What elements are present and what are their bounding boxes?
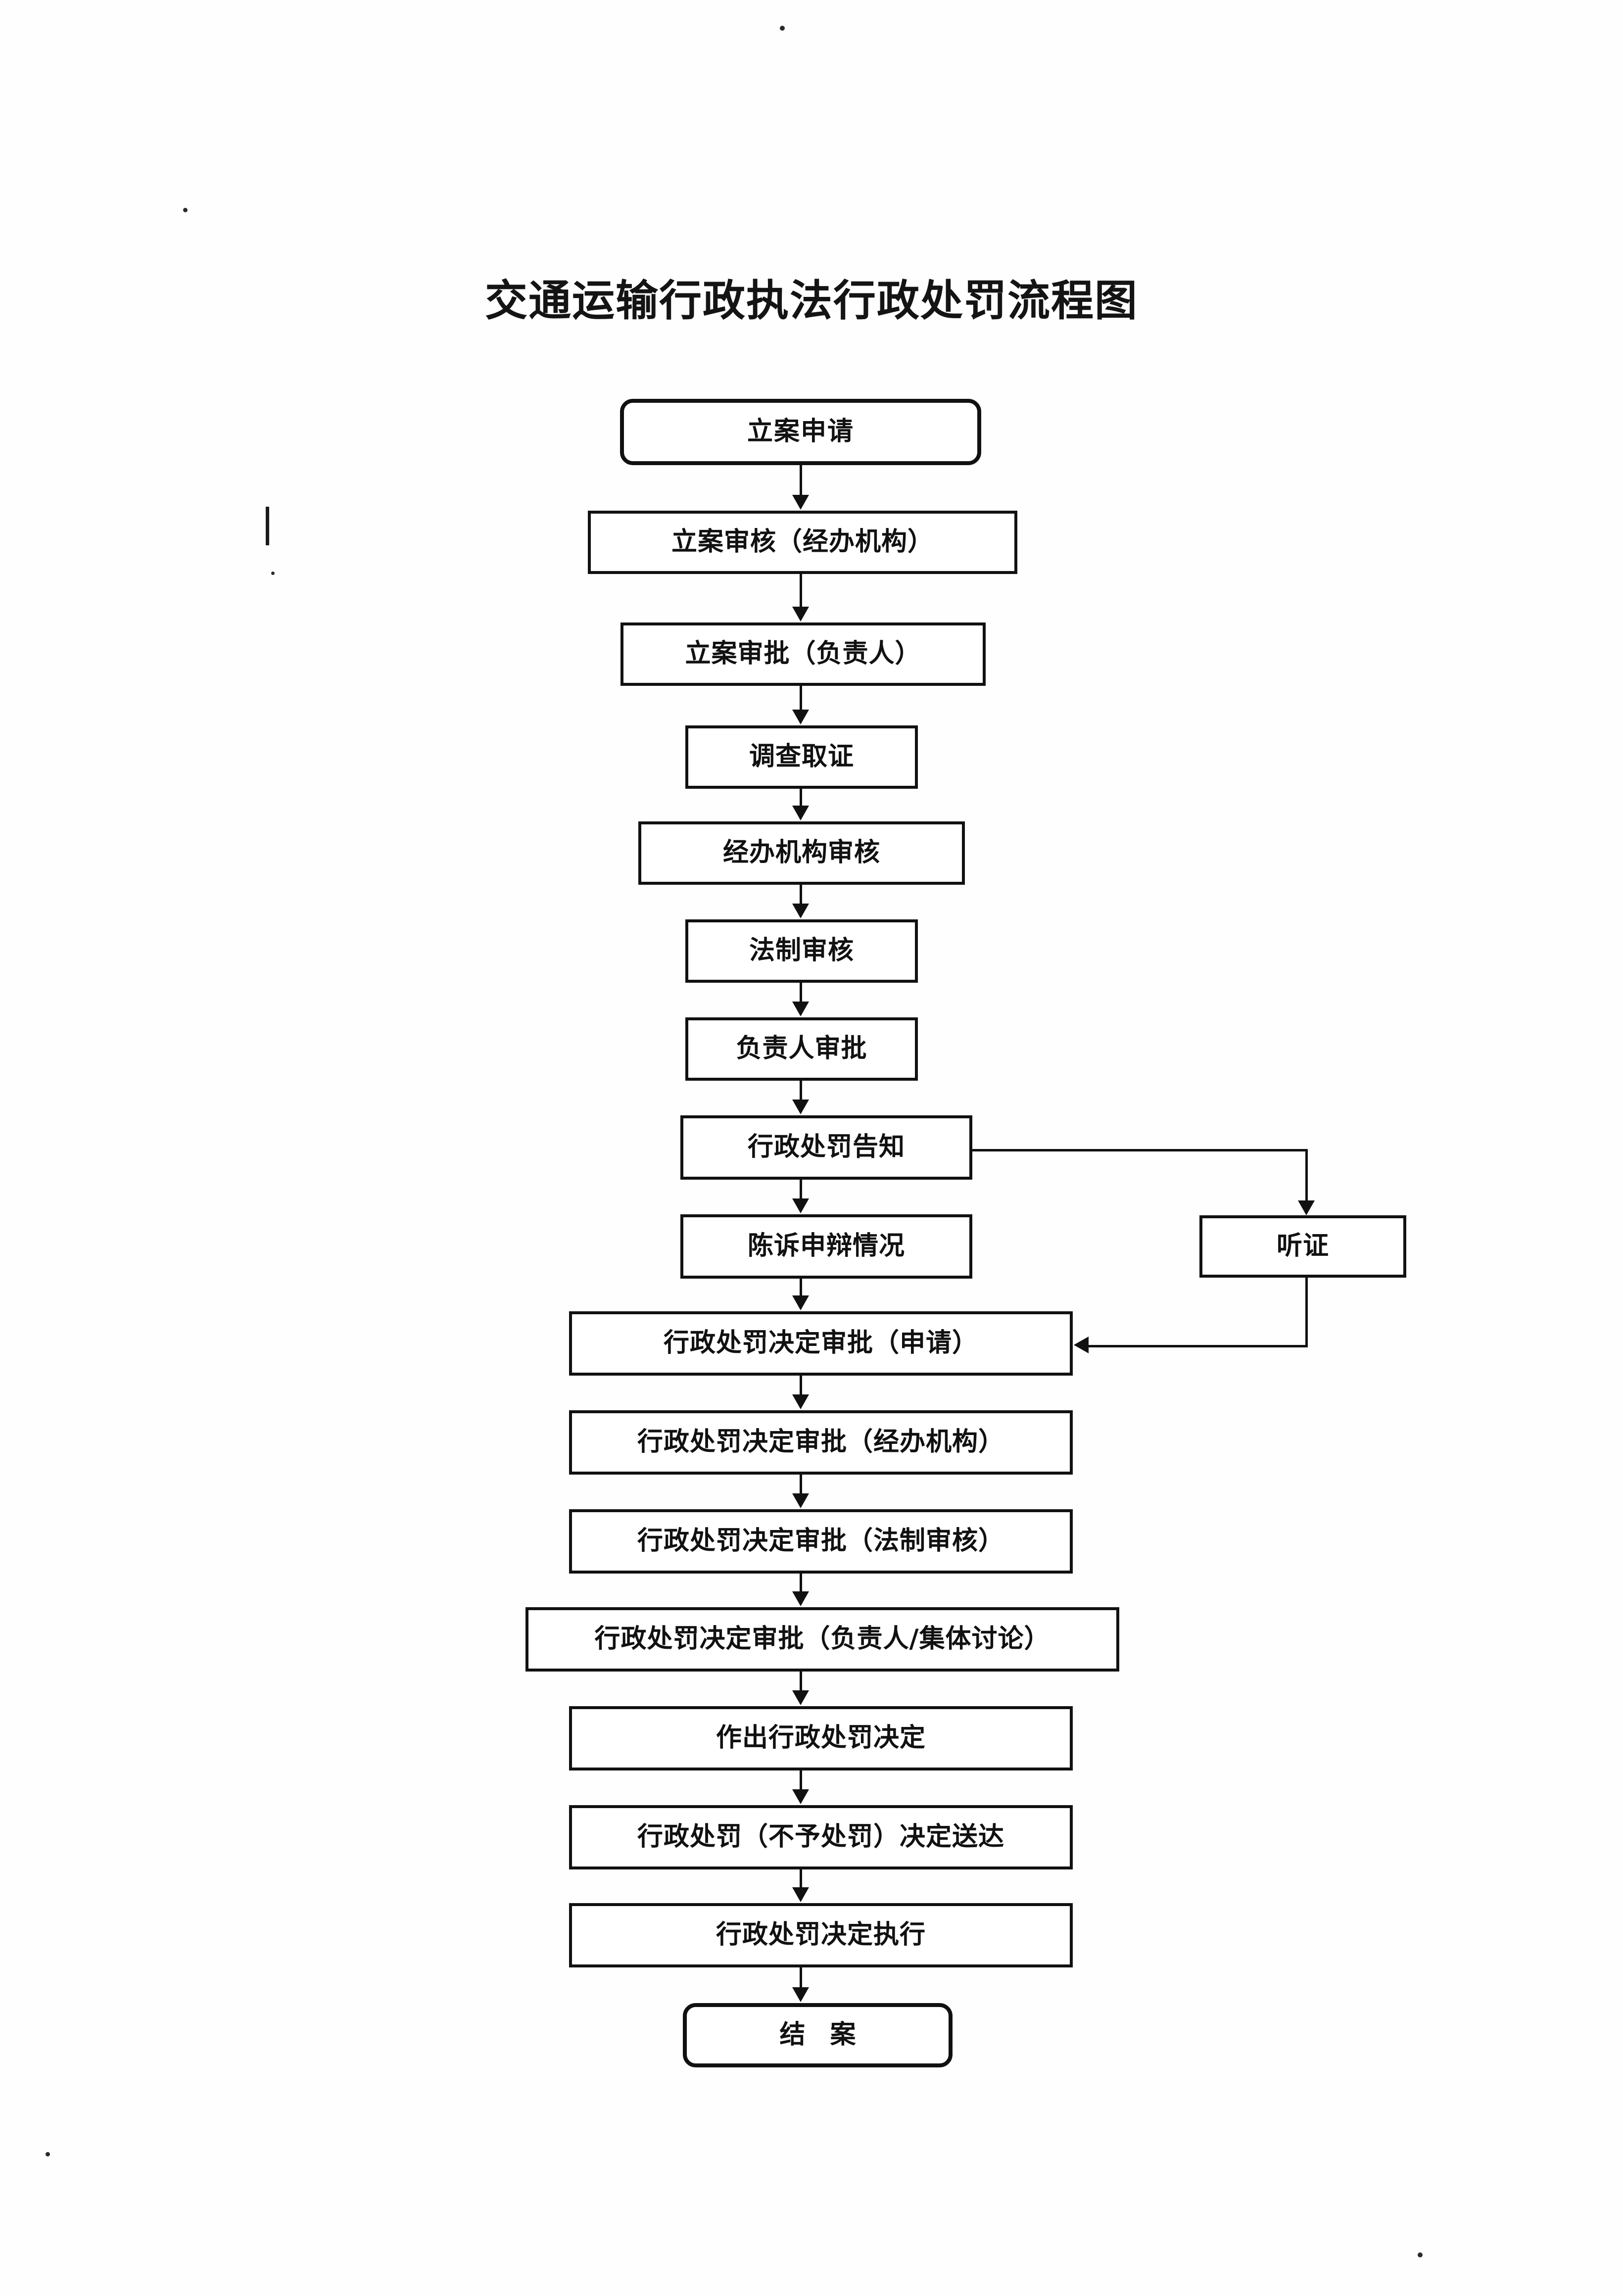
flow-node-行政处罚告知[interactable]: 行政处罚告知: [680, 1115, 972, 1180]
connector-arrowhead: [792, 495, 809, 510]
connector-line: [800, 885, 802, 905]
flow-node-行政处罚决定审批-申请[interactable]: 行政处罚决定审批（申请）: [569, 1311, 1073, 1376]
scan-speck: [1418, 2252, 1423, 2257]
flow-node-行政处罚决定执行[interactable]: 行政处罚决定执行: [569, 1903, 1073, 1967]
page-title: 交通运输行政执法行政处罚流程图: [485, 276, 1138, 326]
flow-node-label: 结 案: [779, 2020, 864, 2050]
connector-arrowhead: [792, 904, 809, 918]
flow-node-陈诉申辩情况[interactable]: 陈诉申辩情况: [680, 1214, 972, 1279]
connector-line: [800, 789, 802, 807]
connector-line: [800, 983, 802, 1003]
flow-node-label: 行政处罚（不予处罚）决定送达: [637, 1822, 1004, 1852]
connector-arrowhead: [1074, 1337, 1089, 1353]
connector-arrowhead: [792, 1887, 809, 1902]
connector-arrowhead: [792, 1591, 809, 1606]
connector-line: [800, 1574, 802, 1592]
flow-node-法制审核[interactable]: 法制审核: [685, 919, 918, 983]
connector-arrowhead: [792, 806, 809, 820]
connector-line: [800, 1967, 802, 1988]
flow-node-作出行政处罚决定[interactable]: 作出行政处罚决定: [569, 1706, 1073, 1770]
connector-line: [800, 1376, 802, 1395]
connector-line: [800, 1869, 802, 1888]
flow-node-label: 听证: [1276, 1231, 1329, 1261]
connector-arrowhead: [792, 1100, 809, 1114]
flow-node-立案审核-经办机构[interactable]: 立案审核（经办机构）: [588, 511, 1017, 574]
margin-tick-mark: [266, 507, 269, 545]
connector-arrowhead: [1298, 1200, 1315, 1215]
connector-line: [800, 1081, 802, 1100]
flow-node-label: 调查取证: [749, 742, 854, 771]
connector-arrowhead: [792, 1198, 809, 1213]
connector-line: [800, 1475, 802, 1494]
flow-node-label: 负责人审批: [736, 1034, 867, 1063]
connector-line-告知-to-听证: [971, 1149, 1308, 1151]
scan-speck: [183, 208, 188, 212]
flow-node-label: 行政处罚决定审批（申请）: [663, 1328, 978, 1358]
connector-line: [800, 1770, 802, 1790]
connector-arrowhead: [792, 1493, 809, 1508]
connector-line: [800, 574, 802, 608]
flow-node-label: 陈诉申辩情况: [747, 1231, 905, 1261]
flow-node-label: 行政处罚决定审批（负责人/集体讨论）: [594, 1624, 1050, 1654]
flow-node-label: 立案审批（负责人）: [685, 639, 921, 669]
flow-node-label: 行政处罚决定审批（经办机构）: [637, 1427, 1004, 1457]
flow-node-label: 行政处罚决定执行: [716, 1920, 926, 1950]
connector-arrowhead: [792, 1002, 809, 1016]
connector-arrowhead: [792, 1690, 809, 1705]
scan-speck: [46, 2152, 50, 2156]
connector-line: [800, 1672, 802, 1691]
connector-line: [800, 686, 802, 711]
connector-line: [800, 1180, 802, 1199]
connector-line-告知-to-听证: [1305, 1149, 1308, 1202]
flow-node-行政处罚决定审批-负责人集体讨论[interactable]: 行政处罚决定审批（负责人/集体讨论）: [525, 1607, 1119, 1672]
flow-node-立案审批-负责人[interactable]: 立案审批（负责人）: [621, 622, 986, 686]
scan-speck: [780, 26, 785, 31]
scan-speck: [271, 572, 275, 575]
flow-node-行政处罚不予处罚决定送达[interactable]: 行政处罚（不予处罚）决定送达: [569, 1805, 1073, 1869]
connector-line-听证-to-申请: [1305, 1278, 1308, 1347]
connector-line: [800, 465, 802, 496]
flow-node-行政处罚决定审批-经办机构[interactable]: 行政处罚决定审批（经办机构）: [569, 1410, 1073, 1475]
flow-node-label: 行政处罚告知: [747, 1132, 905, 1162]
flow-node-label: 法制审核: [749, 936, 854, 965]
flow-node-调查取证[interactable]: 调查取证: [685, 725, 918, 789]
connector-arrowhead: [792, 1987, 809, 2002]
flow-node-label: 立案审核（经办机构）: [671, 527, 934, 557]
flow-node-立案申请[interactable]: 立案申请: [620, 399, 981, 465]
connector-arrowhead: [792, 1295, 809, 1310]
flow-node-行政处罚决定审批-法制审核[interactable]: 行政处罚决定审批（法制审核）: [569, 1509, 1073, 1574]
flow-node-label: 作出行政处罚决定: [716, 1723, 926, 1753]
flow-node-负责人审批[interactable]: 负责人审批: [685, 1017, 918, 1081]
connector-arrowhead: [792, 607, 809, 622]
flow-node-label: 立案申请: [747, 417, 854, 446]
connector-arrowhead: [792, 710, 809, 724]
connector-arrowhead: [792, 1789, 809, 1804]
connector-line-听证-to-申请: [1089, 1345, 1308, 1347]
flow-node-听证[interactable]: 听证: [1199, 1215, 1406, 1278]
flow-node-结案[interactable]: 结 案: [683, 2003, 953, 2067]
flow-node-label: 行政处罚决定审批（法制审核）: [637, 1526, 1004, 1556]
flow-node-label: 经办机构审核: [722, 838, 880, 867]
connector-line: [800, 1279, 802, 1295]
flow-node-经办机构审核[interactable]: 经办机构审核: [638, 821, 965, 885]
connector-arrowhead: [792, 1394, 809, 1409]
